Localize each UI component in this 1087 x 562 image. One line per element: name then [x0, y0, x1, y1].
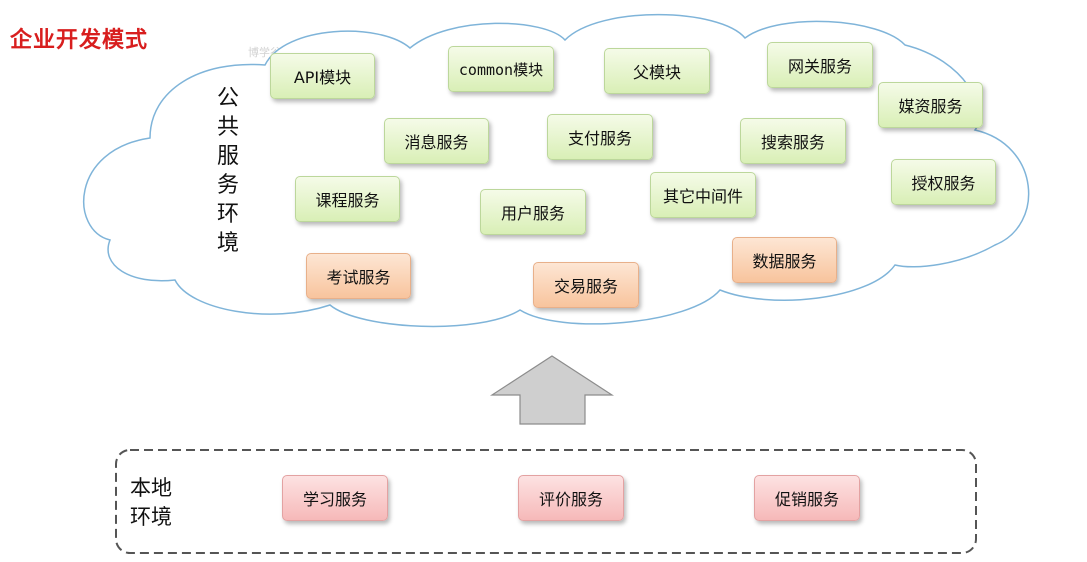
local-env-label: 本地环境	[130, 476, 172, 529]
module-common: common模块	[448, 46, 554, 92]
up-arrow-icon	[489, 355, 615, 425]
module-course: 课程服务	[295, 176, 400, 222]
page-title: 企业开发模式	[10, 28, 149, 53]
service-data: 数据服务	[732, 237, 837, 283]
public-env-label: 公共服务环境	[216, 86, 239, 256]
local-env-border	[115, 449, 977, 554]
module-user: 用户服务	[480, 189, 586, 235]
service-promotion: 促销服务	[754, 475, 860, 521]
module-auth: 授权服务	[891, 159, 996, 205]
module-message: 消息服务	[384, 118, 489, 164]
service-trade: 交易服务	[533, 262, 639, 308]
module-search: 搜索服务	[740, 118, 846, 164]
service-learning: 学习服务	[282, 475, 388, 521]
module-parent: 父模块	[604, 48, 710, 94]
module-media: 媒资服务	[878, 82, 983, 128]
module-middleware: 其它中间件	[650, 172, 756, 218]
service-exam: 考试服务	[306, 253, 411, 299]
module-gateway: 网关服务	[767, 42, 873, 88]
module-payment: 支付服务	[547, 114, 653, 160]
module-api: API模块	[270, 53, 375, 99]
service-review: 评价服务	[518, 475, 624, 521]
